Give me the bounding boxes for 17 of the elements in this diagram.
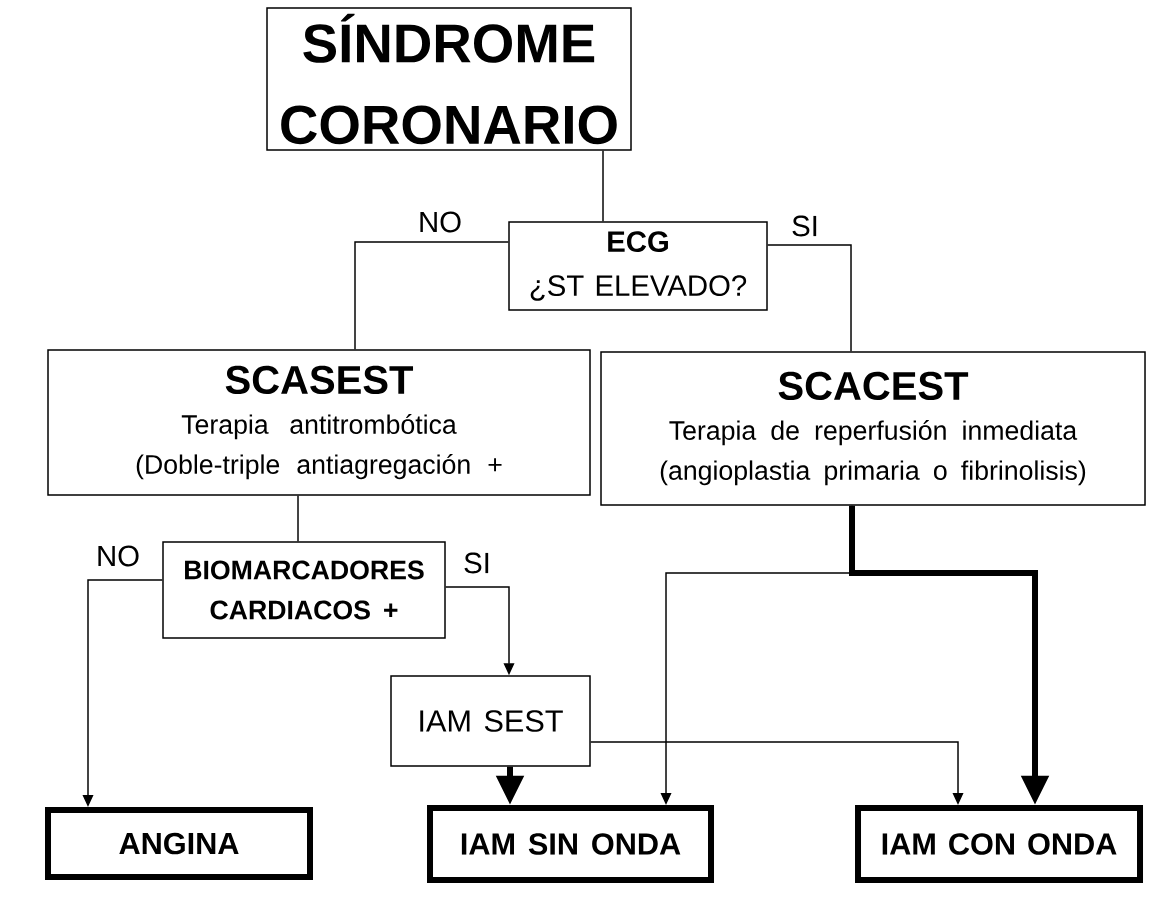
decision-box: ECG ¿ST ELEVADO? bbox=[508, 221, 768, 311]
edge-label: NO bbox=[94, 544, 142, 568]
outcome-box: IAM SIN ONDA bbox=[427, 805, 714, 883]
connector-line bbox=[602, 150, 604, 222]
connector-line bbox=[297, 495, 299, 542]
connector-line bbox=[354, 241, 509, 350]
outcome-box: ANGINA bbox=[45, 807, 313, 880]
edge-label: SI bbox=[461, 551, 493, 575]
connector-line bbox=[767, 244, 852, 352]
title-box: SÍNDROME CORONARIO bbox=[266, 7, 632, 151]
outcome-box: IAM CON ONDA bbox=[855, 805, 1143, 883]
edge-label: SI bbox=[789, 214, 821, 238]
edge-label: NO bbox=[416, 210, 464, 234]
process-box: IAM SEST bbox=[390, 675, 591, 767]
process-box: SCASEST Terapia antitrombótica (Doble-triple antiagregación + bbox=[47, 349, 591, 496]
process-box: SCACEST Terapia de reperfusión inmediata (angioplastia primaria o fibrinolisis) bbox=[600, 351, 1146, 506]
decision-box: BIOMARCADORES CARDIACOS + bbox=[162, 541, 446, 639]
